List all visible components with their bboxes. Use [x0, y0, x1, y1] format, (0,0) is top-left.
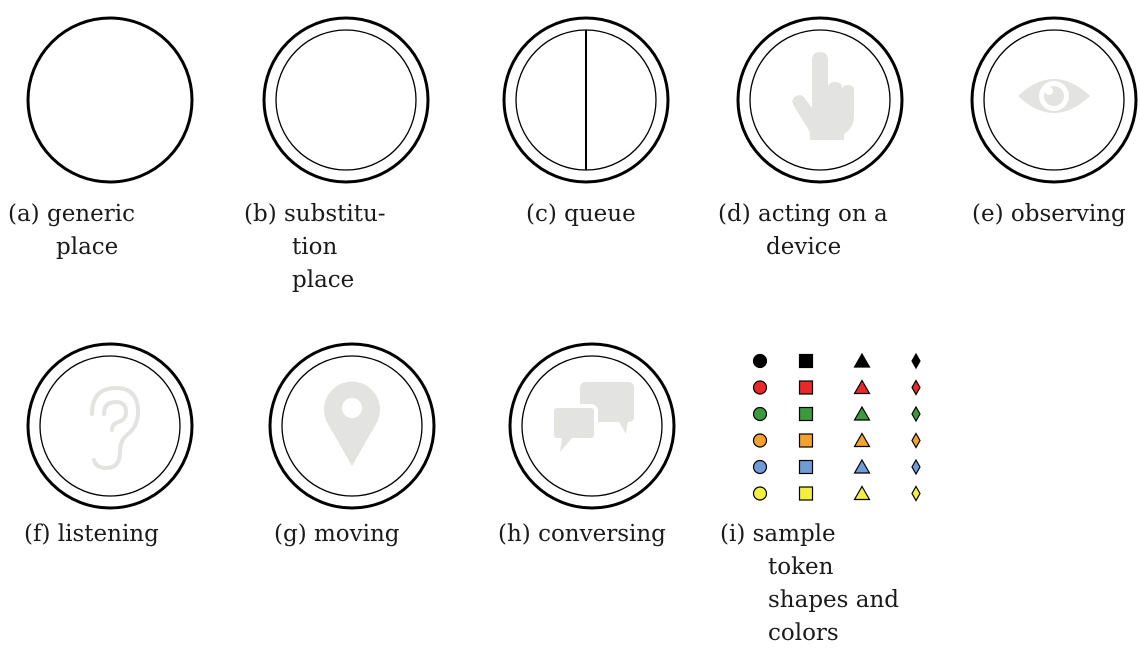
token-triangle-4: [853, 458, 871, 474]
token-diamond-5: [911, 485, 921, 502]
caption-conversing: (h) conversing: [498, 521, 666, 547]
queue-place-circle: [502, 16, 670, 184]
token-diamond-4: [911, 458, 921, 476]
token-diamond-0: [911, 352, 921, 370]
token-grid: [752, 352, 921, 502]
observing-place-circle: [970, 16, 1138, 184]
caption-generic-place: (a) generic place: [8, 201, 135, 260]
token-triangle-5: [853, 485, 871, 501]
listening-place-circle: [26, 342, 194, 510]
token-square-1: [798, 380, 814, 395]
token-square-3: [798, 433, 814, 448]
token-diamond-3: [911, 432, 921, 449]
token-circle-4: [752, 459, 768, 475]
token-triangle-3: [853, 432, 871, 448]
token-triangle-1: [853, 379, 871, 395]
caption-acting-on-device: (d) acting on a device: [718, 201, 888, 260]
moving-place-circle: [268, 342, 436, 510]
token-circle-5: [752, 486, 768, 501]
caption-observing: (e) observing: [972, 201, 1126, 227]
token-square-0: [798, 353, 814, 369]
token-diamond-1: [911, 379, 921, 396]
token-triangle-0: [853, 352, 871, 368]
acting-place-circle: [736, 16, 904, 184]
token-square-2: [798, 406, 814, 422]
token-diamond-2: [911, 405, 921, 423]
ear-icon: [90, 385, 141, 471]
token-circle-2: [752, 406, 768, 422]
caption-substitution-place: (b) substitu- tion place: [244, 201, 386, 293]
conversing-place-circle: [508, 342, 676, 510]
token-circle-1: [752, 380, 768, 395]
eye-icon: [1018, 79, 1090, 113]
speech-bubbles-icon: [550, 382, 634, 452]
caption-queue: (c) queue: [526, 201, 636, 227]
caption-moving: (g) moving: [274, 521, 400, 547]
token-circle-3: [752, 433, 768, 448]
map-pin-icon: [324, 381, 380, 466]
pointing-hand-icon: [792, 52, 854, 140]
token-circle-0: [752, 353, 768, 369]
generic-place-circle: [26, 16, 194, 184]
token-square-5: [798, 486, 814, 501]
token-square-4: [798, 459, 814, 475]
token-triangle-2: [853, 405, 871, 421]
substitution-place-circle: [262, 16, 430, 184]
caption-token-shapes: (i) sample token shapes and colors: [720, 521, 900, 646]
caption-listening: (f) listening: [24, 521, 159, 547]
